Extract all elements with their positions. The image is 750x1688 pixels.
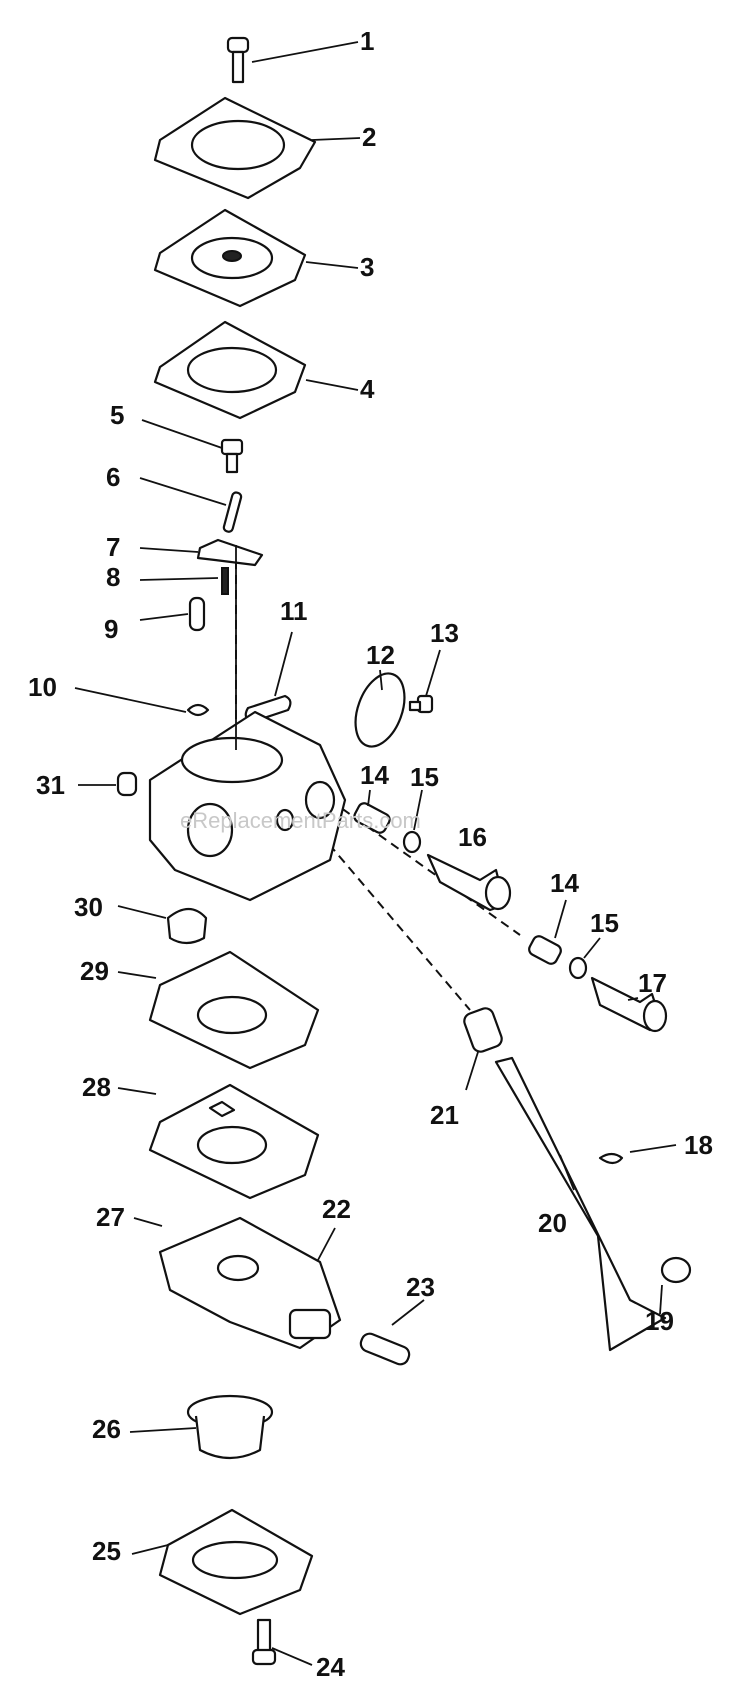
callout: 10 bbox=[28, 672, 57, 702]
part-24-screw bbox=[251, 1618, 277, 1666]
callout: 28 bbox=[82, 1072, 111, 1102]
part-5-screw bbox=[220, 438, 244, 474]
callout: 4 bbox=[360, 374, 375, 404]
callout: 23 bbox=[406, 1272, 435, 1302]
callout: 19 bbox=[645, 1306, 674, 1336]
part-16-needle-screw bbox=[426, 853, 512, 912]
part-2-cover-plate bbox=[153, 96, 317, 200]
callout: 22 bbox=[322, 1194, 351, 1224]
part-27-pump-body bbox=[158, 1216, 342, 1350]
callout: 3 bbox=[360, 252, 374, 282]
part-1-screw bbox=[226, 36, 250, 84]
callout: 8 bbox=[106, 562, 120, 592]
part-7-lever bbox=[196, 538, 264, 567]
callout: 6 bbox=[106, 462, 120, 492]
part-6-pin bbox=[222, 491, 243, 533]
part-23-screw bbox=[359, 1332, 411, 1366]
part-18-clip bbox=[598, 1152, 624, 1165]
part-15-ring-left bbox=[402, 830, 422, 854]
callout: 12 bbox=[366, 640, 395, 670]
part-20-throttle-shaft bbox=[494, 1056, 667, 1352]
part-3-diaphragm bbox=[153, 208, 307, 308]
part-31-plug bbox=[116, 771, 138, 797]
part-28-diaphragm bbox=[148, 1083, 320, 1200]
callout-numbers: 1 2 3 4 5 6 7 8 9 10 11 12 13 14 15 16 1… bbox=[28, 26, 713, 1682]
callout: 17 bbox=[638, 968, 667, 998]
callout: 25 bbox=[92, 1536, 121, 1566]
callout: 15 bbox=[590, 908, 619, 938]
callout: 27 bbox=[96, 1202, 125, 1232]
part-30-cap bbox=[166, 907, 208, 945]
callout: 31 bbox=[36, 770, 65, 800]
callout: 18 bbox=[684, 1130, 713, 1160]
part-9-spring bbox=[188, 596, 206, 632]
callout: 13 bbox=[430, 618, 459, 648]
part-14-spring-left bbox=[353, 802, 391, 834]
callout: 1 bbox=[360, 26, 374, 56]
part-10-clip bbox=[186, 703, 210, 717]
carburetor-body bbox=[148, 545, 347, 902]
part-14-spring-right bbox=[528, 935, 562, 965]
callout: 15 bbox=[410, 762, 439, 792]
part-25-gasket bbox=[158, 1508, 314, 1616]
callout: 29 bbox=[80, 956, 109, 986]
callout: 5 bbox=[110, 400, 124, 430]
callout: 24 bbox=[316, 1652, 345, 1682]
part-4-gasket bbox=[153, 320, 307, 420]
callout: 20 bbox=[538, 1208, 567, 1238]
part-17-needle-screw bbox=[590, 976, 668, 1033]
part-13-screw bbox=[408, 694, 434, 714]
callout: 11 bbox=[280, 596, 308, 626]
callout: 26 bbox=[92, 1414, 121, 1444]
callout: 9 bbox=[104, 614, 118, 644]
part-8-needle bbox=[221, 567, 229, 595]
leader-lines bbox=[74, 41, 677, 1666]
callout: 14 bbox=[550, 868, 579, 898]
part-26-filter-cup bbox=[186, 1394, 274, 1460]
callout: 21 bbox=[430, 1100, 459, 1130]
callout: 30 bbox=[74, 892, 103, 922]
callout: 2 bbox=[362, 122, 376, 152]
callout: 16 bbox=[458, 822, 487, 852]
part-21-spring bbox=[463, 1007, 503, 1053]
callout: 14 bbox=[360, 760, 389, 790]
watermark-text: eReplacementParts.com bbox=[180, 808, 421, 833]
part-29-gasket bbox=[148, 950, 320, 1070]
callout: 7 bbox=[106, 532, 120, 562]
part-15-ring-right bbox=[568, 956, 588, 980]
part-19-nut bbox=[660, 1256, 692, 1284]
part-12-plate bbox=[354, 672, 406, 748]
